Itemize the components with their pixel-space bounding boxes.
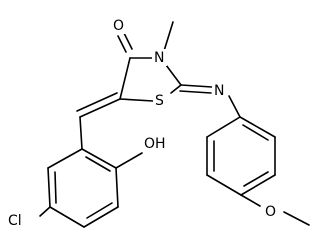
atom-label-imine-nitrogen: N bbox=[214, 83, 224, 99]
bond-c2-n-imine-double-a bbox=[180, 84, 213, 88]
atom-label-ring-nitrogen: N bbox=[154, 50, 164, 66]
bond-mp-ring-inner-2 bbox=[243, 171, 269, 187]
bond-mp-ring-1 bbox=[239, 116, 276, 138]
bond-mp-ring-6 bbox=[206, 116, 241, 138]
bond-n3-c2 bbox=[165, 64, 182, 86]
bond-s1-c5 bbox=[119, 98, 154, 102]
bond-cl-ring-6 bbox=[47, 148, 83, 169]
bond-c5-c4 bbox=[119, 57, 131, 100]
bond-ring-o-methoxy bbox=[240, 194, 261, 207]
bond-ring-cl bbox=[39, 206, 51, 217]
bond-c4-o-double-b bbox=[123, 32, 133, 50]
bond-cl-ring-inner-1 bbox=[85, 156, 111, 172]
bond-cl-ring-inner-3 bbox=[54, 171, 57, 204]
bond-cl-ring-inner-2 bbox=[86, 202, 113, 219]
atom-label-chlorine: Cl bbox=[8, 213, 22, 229]
bond-n3-methyl bbox=[163, 21, 174, 52]
bond-c2-n-imine-double-b bbox=[179, 90, 212, 94]
bonds bbox=[39, 21, 310, 228]
bond-mp-ring-4 bbox=[206, 174, 242, 196]
bond-mp-ring-inner-1 bbox=[242, 124, 269, 141]
bond-mp-ring-3 bbox=[240, 174, 276, 196]
bond-cl-ring-4 bbox=[49, 206, 85, 228]
atom-label-hydroxyl: OH bbox=[144, 136, 166, 152]
bond-ch-aryl bbox=[79, 116, 83, 150]
atom-label-ring-sulfur: S bbox=[155, 93, 164, 109]
bond-ring-oh bbox=[115, 152, 143, 169]
bond-cl-ring-5 bbox=[47, 167, 51, 208]
bond-c4-o-double-a bbox=[117, 35, 127, 53]
bond-c5-ch-double-a bbox=[79, 98, 121, 118]
atom-label-methoxy-oxygen: O bbox=[265, 204, 276, 220]
atom-labels: O N S N OH Cl O bbox=[6, 17, 280, 230]
bond-cl-ring-1 bbox=[81, 148, 117, 169]
bond-cl-ring-2 bbox=[115, 167, 119, 208]
bond-c5-ch-double-b bbox=[76, 92, 118, 112]
bond-c2-s1 bbox=[170, 84, 182, 94]
bond-o-methyl bbox=[283, 211, 310, 226]
bond-n-imine-aryl bbox=[228, 95, 241, 118]
atom-label-carbonyl-oxygen: O bbox=[113, 18, 124, 34]
bond-cl-ring-3 bbox=[83, 206, 119, 228]
